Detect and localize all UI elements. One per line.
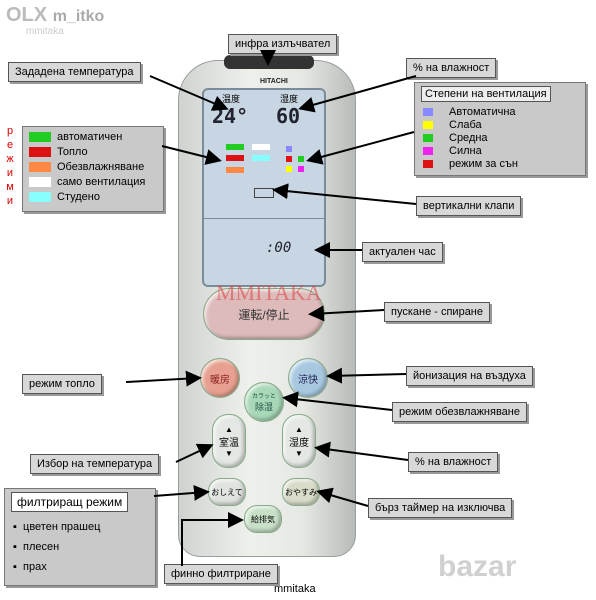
mode-swatch [29,131,51,142]
chevron-down-icon: ▼ [295,448,303,458]
fan-swatch [423,107,433,116]
lcd-seg [286,146,292,152]
label-ir: инфра излъчвател [228,34,338,54]
filter-item: ▪ плесен [13,541,60,553]
remote-brand: HITACHI [260,78,288,85]
mode-swatch [29,176,51,187]
heat-button[interactable]: 暖房 [200,358,240,398]
temp-rocker[interactable]: ▲ 室温 ▼ [212,414,246,468]
lcd-seg [226,167,244,173]
lcd-hum-header: 湿度 [280,94,299,104]
power-button[interactable]: 運転/停止 [203,288,325,340]
mode-row: само вентилация [23,174,163,189]
lcd-temp-value: 24° [212,104,249,128]
label-vertical-flaps: вертикални клапи [416,196,522,216]
fan-row: Средна [415,131,585,144]
filter-item: ▪ цветен прашец [13,521,101,533]
bullet-icon: ▪ [13,561,17,573]
mode-row: автоматичен [23,129,163,144]
filter-item: ▪ прах [13,561,47,573]
lcd-seg [226,144,244,150]
fan-swatch [423,159,433,168]
sleep-button[interactable]: おやすみ [282,478,320,506]
lcd-temp-header: 温度 [222,94,241,104]
lcd-seg [298,156,304,162]
fan-row: Силна [415,144,585,157]
mode-legend: автоматичен Топло Обезвлажняване само ве… [22,126,164,212]
bullet-icon: ▪ [13,521,17,533]
olx-user: m_itko [52,8,105,25]
bullet-icon: ▪ [13,541,17,553]
lcd-seg [286,166,292,172]
lcd-seg [252,144,270,150]
fan-legend-title: Степени на вентилация [421,86,551,102]
mode-swatch [29,146,51,157]
mode-swatch [29,161,51,172]
label-ionization: йонизация на въздуха [406,366,533,386]
label-temp-select: Избор на температура [30,454,160,474]
lcd-mode-indicators [222,140,312,184]
lcd-screen: 温度 湿度 24° 60 :00 [202,88,326,287]
fan-swatch [423,133,433,142]
label-humidity-bottom: % на влажност [408,452,499,472]
lcd-hum-value: 60 [276,104,301,128]
lcd-clock: :00 [266,240,292,256]
watermark-sub: mmitaka [26,26,64,37]
label-humidity-top: % на влажност [406,58,497,78]
olx-logo: OLX [6,4,48,26]
mode-row: Студено [23,189,163,204]
lcd-seg [298,166,304,172]
fan-row: режим за сън [415,157,585,170]
lcd-divider [204,218,324,219]
fan-swatch [423,146,433,155]
dehumid-button[interactable]: カラッと 除湿 [244,382,284,422]
label-set-temp: Зададена температура [8,62,141,82]
chevron-down-icon: ▼ [225,448,233,458]
label-sleep-timer: бърз таймер на изключва [368,498,513,518]
ir-emitter [224,55,314,69]
lcd-flap-icon [254,188,274,198]
label-start-stop: пускане - спиране [384,302,491,322]
fan-row: Автоматична [415,105,585,118]
chevron-up-icon: ▲ [295,424,303,434]
label-clock: актуален час [362,242,443,262]
fine-filter-button[interactable]: 給排気 [244,505,282,533]
label-dehumid-mode: режим обезвлажняване [392,402,527,422]
humidity-rocker[interactable]: ▲ 湿度 ▼ [282,414,316,468]
olx-watermark: OLX m_itko [6,4,104,27]
lcd-seg [286,156,292,162]
label-heat-mode: режим топло [22,374,102,394]
chevron-up-icon: ▲ [225,424,233,434]
oshiete-button[interactable]: おしえて [208,478,246,506]
fan-row: Слаба [415,118,585,131]
bazar-watermark: bazar [438,550,517,583]
mode-row: Обезвлажняване [23,159,163,174]
mode-swatch [29,191,51,202]
fan-legend: Степени на вентилация Автоматична Слаба … [414,82,586,176]
cool-button[interactable]: 涼快 [288,358,328,398]
lcd-seg [252,155,270,161]
filter-legend: филтриращ режим ▪ цветен прашец ▪ плесен… [4,488,156,586]
mode-vertical-label: р е ж и м и [6,125,14,207]
fan-swatch [423,120,433,129]
mode-row: Топло [23,144,163,159]
filter-legend-title: филтриращ режим [11,492,129,512]
lcd-seg [226,155,244,161]
label-fine-filter: финно филтриране [164,564,278,584]
stamp-watermark: MMITAKA [216,280,322,305]
caption: mmitaka [274,583,316,595]
